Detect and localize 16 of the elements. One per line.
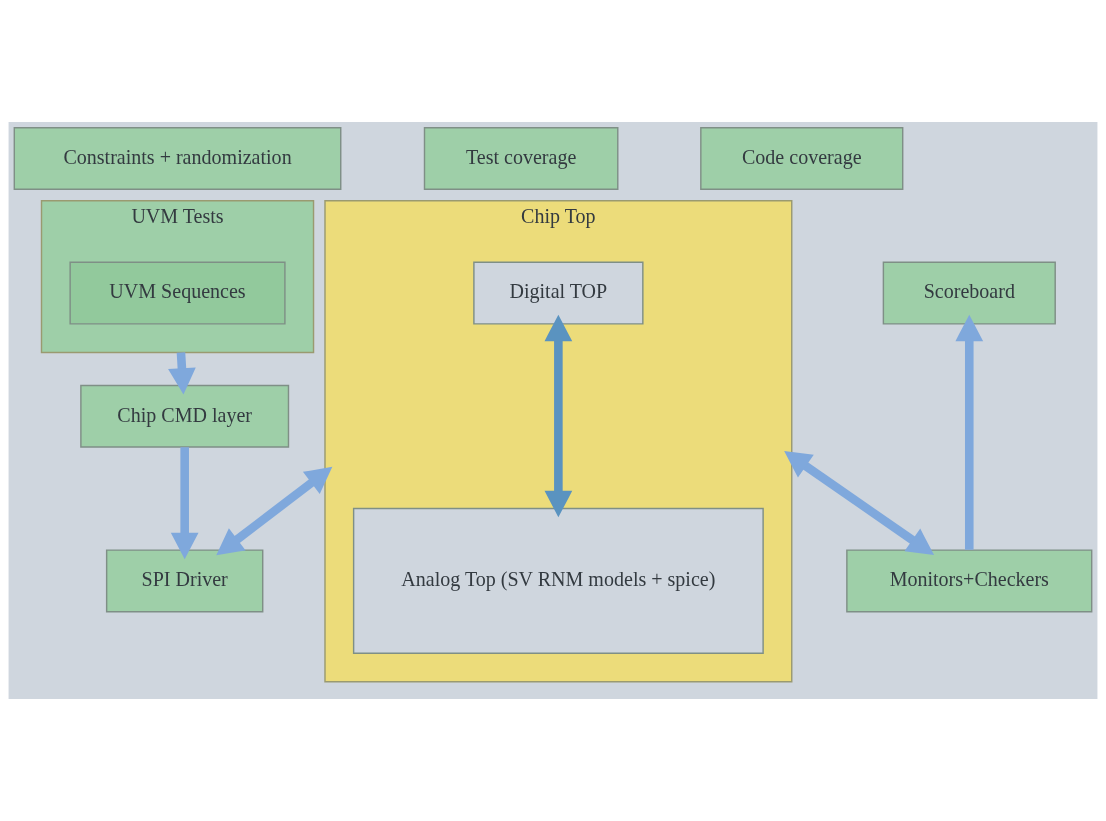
node-box: Monitors+Checkers xyxy=(846,549,1093,613)
node-box: SPI Driver xyxy=(105,549,264,613)
arrow xyxy=(170,447,199,560)
arrow xyxy=(216,466,333,556)
node-box: UVM Sequences xyxy=(69,261,286,325)
arrow xyxy=(784,451,935,556)
arrow xyxy=(544,314,573,518)
node-box: Scoreboard xyxy=(882,261,1056,325)
arrow xyxy=(955,314,984,550)
arrow xyxy=(168,352,196,395)
node-box: Chip CMD layer xyxy=(80,384,290,448)
node-box: Code coverage xyxy=(700,127,904,190)
node-box: Analog Top (SV RNM models + spice) xyxy=(352,507,764,654)
node-box: Test coverage xyxy=(423,127,619,190)
node-box: Constraints + randomization xyxy=(13,127,342,190)
node-box: Digital TOP xyxy=(473,261,644,325)
